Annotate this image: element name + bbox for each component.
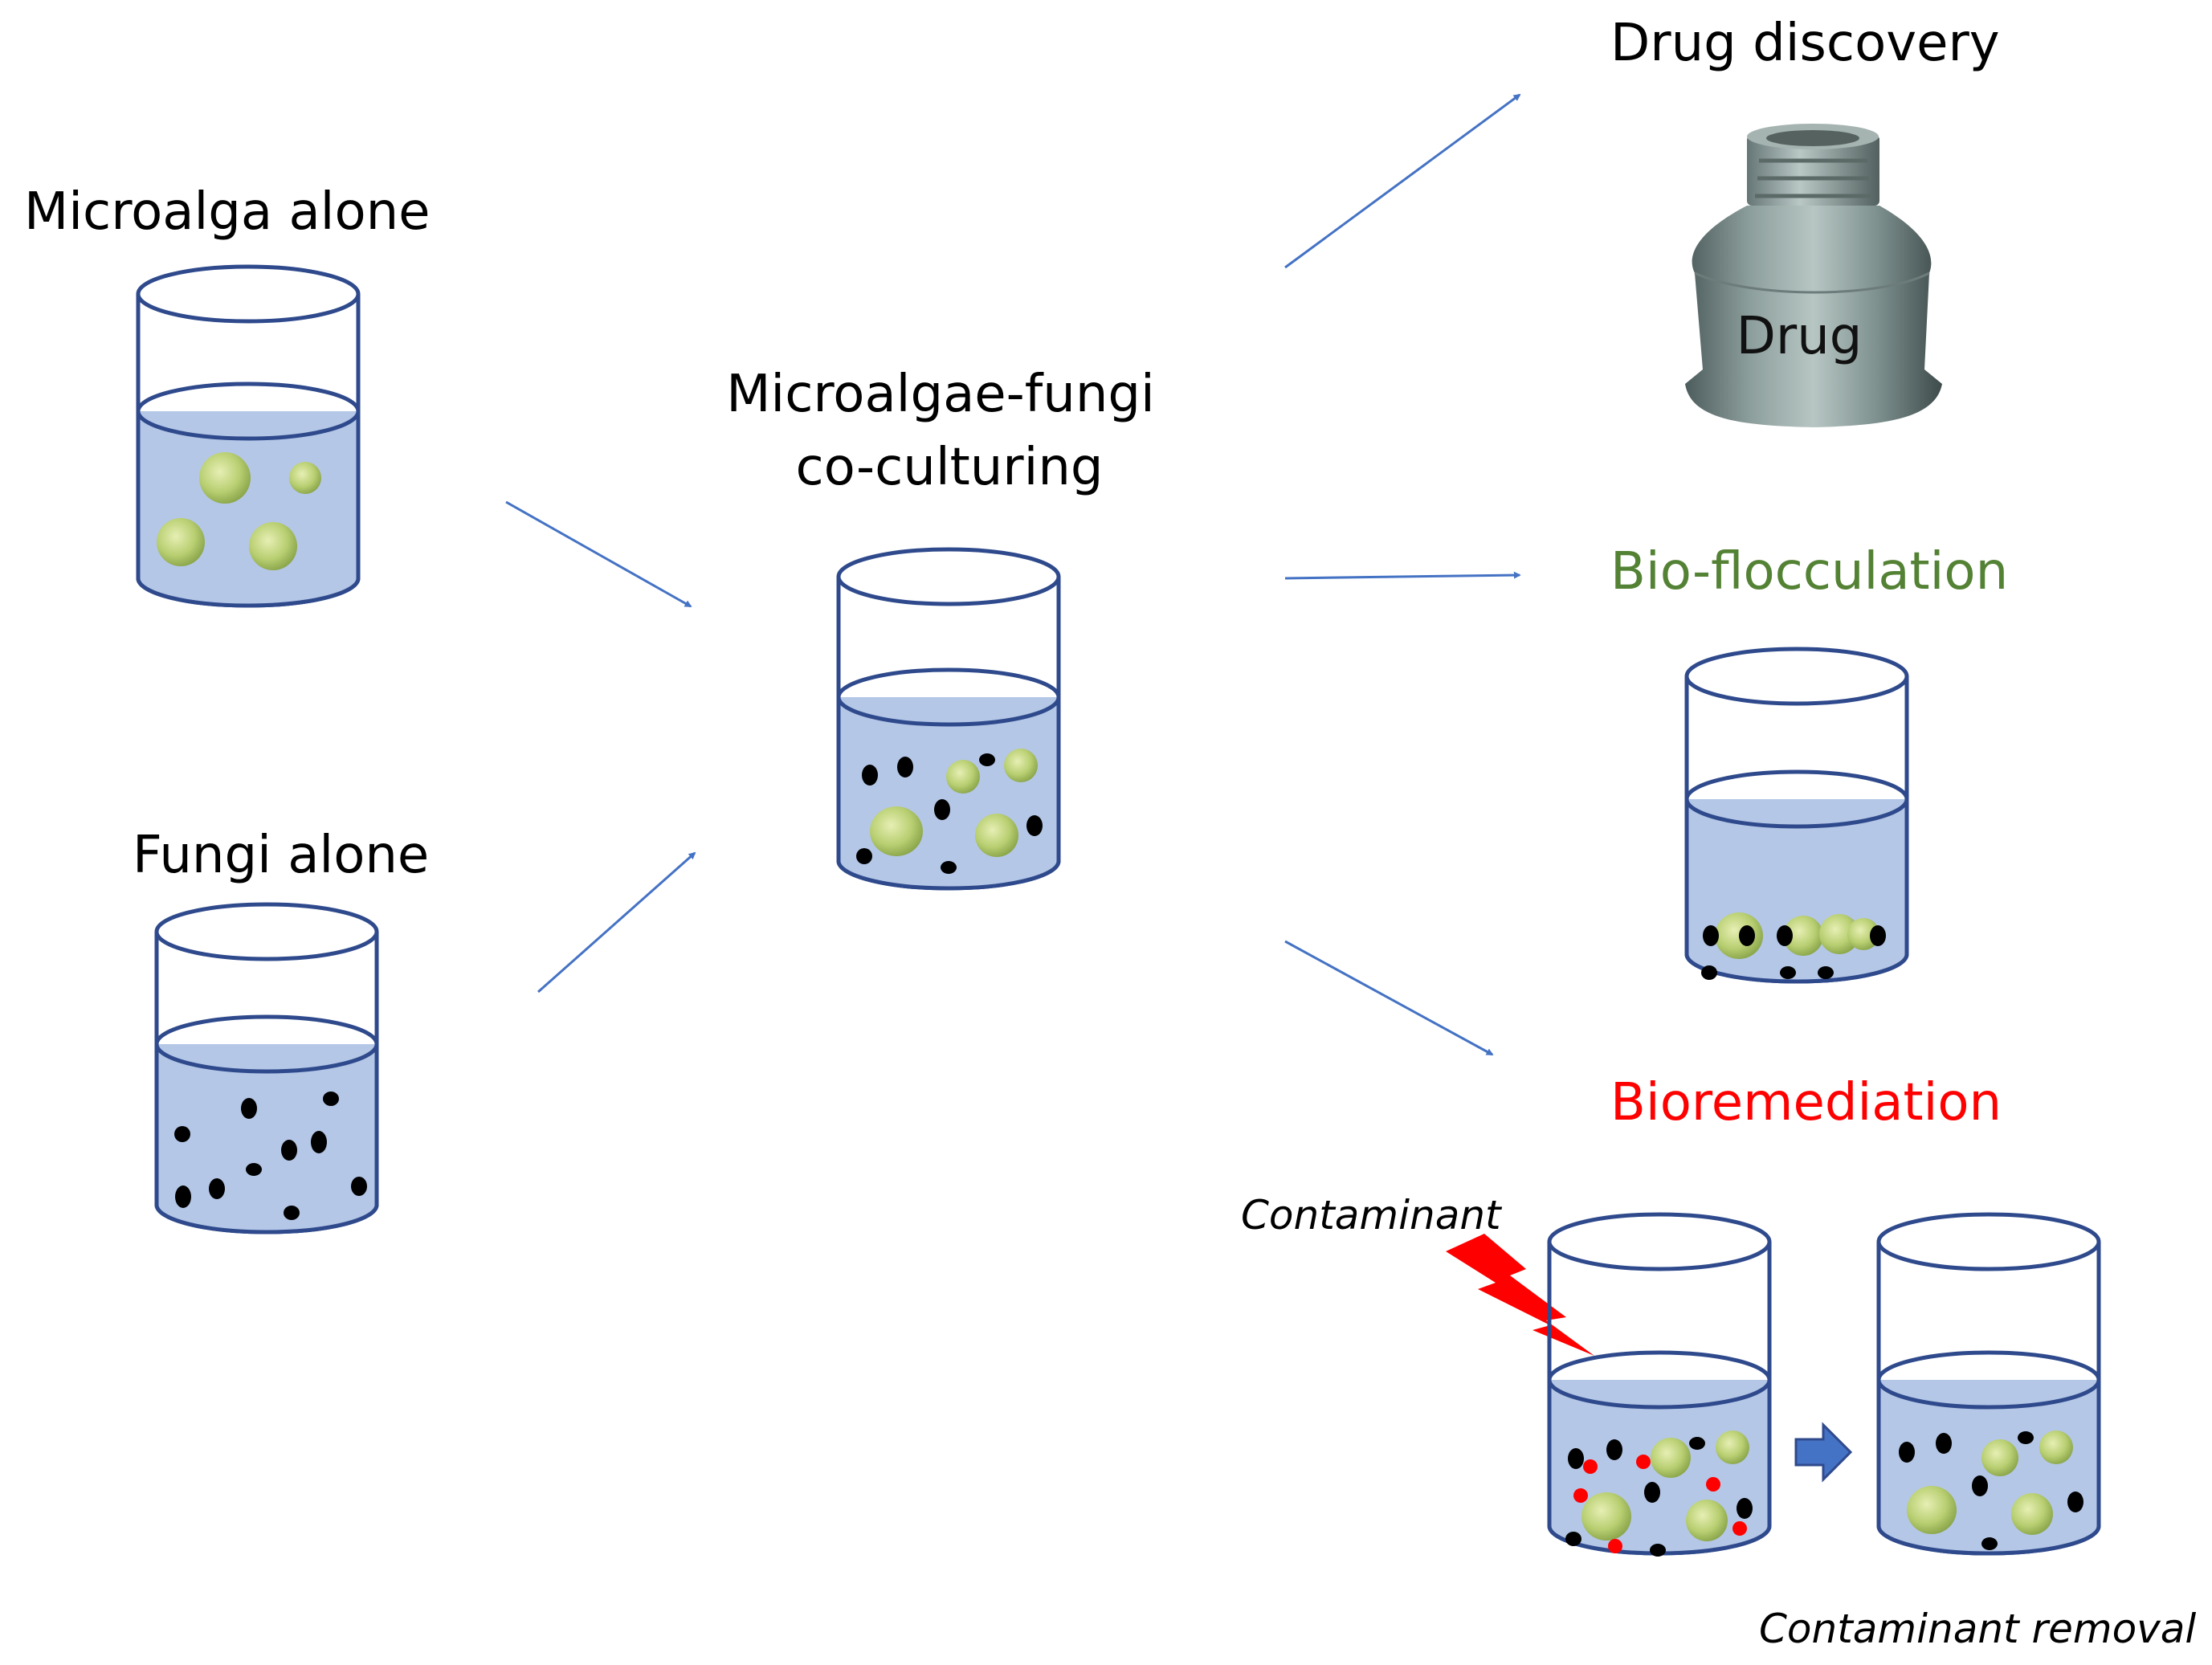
remediation-block-arrow-icon [1794, 1422, 1853, 1483]
beaker-microalga-alone [136, 264, 361, 608]
coculture-label-line2: co-culturing [795, 438, 1103, 497]
microalga-cell [157, 518, 205, 566]
microalga-cell [289, 462, 321, 494]
microalga-cell [1907, 1486, 1957, 1534]
bioremediation-label: Bioremediation [1610, 1073, 2002, 1132]
microalga-cell [199, 452, 251, 504]
microalga-cell [870, 806, 923, 856]
microalga-cell [2039, 1430, 2073, 1464]
contaminant-particles [1573, 1455, 1747, 1553]
bioflocculation-label: Bio-flocculation [1610, 542, 2008, 602]
microalga-cell [975, 814, 1018, 857]
beaker-bioflocculation [1684, 647, 1909, 984]
fungi-particles [856, 753, 1043, 874]
microalga-cell [1651, 1438, 1691, 1478]
arrow-to-drug-discovery [1284, 93, 1521, 269]
contaminant-label: Contaminant [1241, 1192, 1503, 1239]
beaker-bioremediation-before [1547, 1212, 1772, 1557]
fungi-alone-label: Fungi alone [133, 826, 429, 885]
beaker-rim [154, 902, 379, 961]
beaker-coculture [836, 547, 1061, 891]
microalga-cell [946, 760, 980, 794]
fungi-particles [1565, 1437, 1753, 1557]
drug-label: Drug [1737, 307, 1863, 366]
microalga-cell [2011, 1493, 2053, 1535]
drug-discovery-label: Drug discovery [1610, 14, 2000, 73]
fungi-particles [174, 1092, 367, 1220]
microalga-cell [1783, 916, 1823, 956]
arrow-to-bioflocculation [1284, 571, 1521, 580]
microalga-cell [1581, 1492, 1631, 1541]
fungi-particles [1899, 1431, 2083, 1550]
drug-bottle-icon: Drug [1685, 124, 1942, 427]
microalga-cell [1686, 1500, 1728, 1541]
arrow-microalga-to-coculture [505, 500, 692, 608]
beaker-bioremediation-after [1876, 1212, 2101, 1556]
beaker-rim [136, 264, 361, 324]
beaker-rim [1876, 1212, 2101, 1271]
beaker-rim [836, 547, 1061, 606]
microalga-alone-label: Microalga alone [24, 182, 431, 242]
microalga-cell [249, 522, 297, 570]
contaminant-bolt-icon [1446, 1234, 1594, 1356]
microalga-cell [1004, 749, 1038, 782]
beaker-rim [1547, 1212, 1772, 1271]
coculture-label-line1: Microalgae-fungi [726, 365, 1155, 424]
microalga-cell [1847, 918, 1879, 950]
microalga-cell [1819, 914, 1859, 954]
microalga-cell [1981, 1439, 2018, 1476]
arrow-fungi-to-coculture [537, 851, 696, 994]
arrow-to-bioremediation [1284, 940, 1494, 1056]
contaminant-removal-label: Contaminant removal [1759, 1606, 2196, 1652]
fungi-particles [1701, 925, 1886, 980]
beaker-fungi-alone [154, 902, 379, 1234]
beaker-rim [1684, 647, 1909, 706]
microalga-cell [1716, 1430, 1749, 1464]
